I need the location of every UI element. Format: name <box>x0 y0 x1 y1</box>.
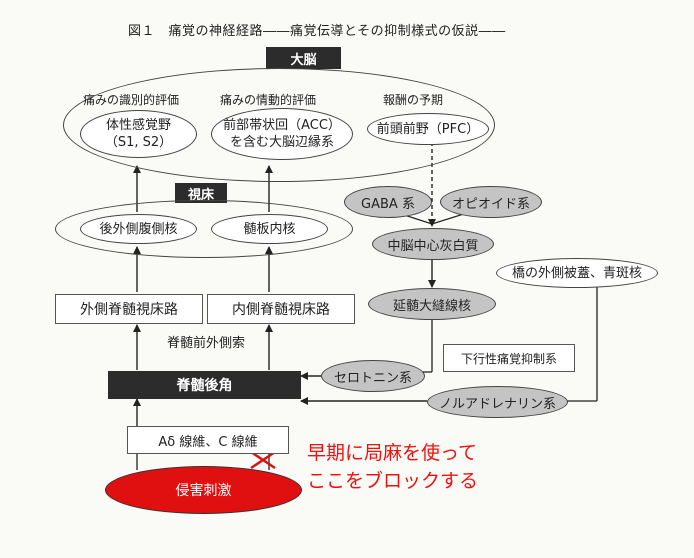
serotonin-node: セロトニン系 <box>321 360 425 392</box>
somatosensory-cortex-node: 体性感覚野 （S1, S2） <box>80 110 197 158</box>
dorsal-horn-box: 脊髄後角 <box>108 371 301 399</box>
category-discriminative: 痛みの識別的評価 <box>83 93 180 107</box>
opioid-node: オピオイド系 <box>440 186 542 218</box>
acc-node: 前部帯状回（ACC） を含む大脳辺縁系 <box>211 108 353 160</box>
intralaminar-node: 髄板内核 <box>211 214 328 244</box>
block-cross-mark <box>250 451 276 469</box>
raphe-node: 延髄大縫線核 <box>368 288 496 320</box>
fibers-box: Aδ 線維、C 線維 <box>127 426 289 454</box>
anterolateral-label: 脊髄前外側索 <box>167 336 246 351</box>
pfc-node: 前頭前野（PFC） <box>367 113 489 145</box>
annotation-line-2: ここをブロックする <box>307 470 479 492</box>
descending-system-box: 下行性痛覚抑制系 <box>443 344 575 372</box>
gaba-node: GABA 系 <box>344 186 432 218</box>
somatosensory-line-2: （S1, S2） <box>104 135 173 150</box>
noxious-stimulus-node: 侵害刺激 <box>105 466 302 514</box>
thalamus-outline <box>55 200 353 258</box>
cerebrum-label: 大脳 <box>266 47 341 69</box>
pons-node: 橋の外側被蓋、青斑核 <box>496 258 658 288</box>
annotation-line-1: 早期に局麻を使って <box>307 442 478 464</box>
category-reward: 報酬の予期 <box>383 93 444 107</box>
somatosensory-line-1: 体性感覚野 <box>105 118 171 133</box>
vpl-node: 後外側腹側核 <box>80 214 197 244</box>
category-affective: 痛みの情動的評価 <box>220 93 317 107</box>
lateral-tract-box: 外側脊髄視床路 <box>55 294 203 324</box>
acc-line-2: を含む大脳辺縁系 <box>229 135 334 150</box>
medial-tract-box: 内側脊髄視床路 <box>207 294 355 324</box>
acc-line-1: 前部帯状回（ACC） <box>223 118 341 133</box>
figure-title: 図１ 痛覚の神経経路――痛覚伝導とその抑制様式の仮説―― <box>128 24 506 39</box>
cerebrum-outline <box>63 68 495 182</box>
pag-node: 中脳中心灰白質 <box>372 228 494 260</box>
thalamus-label: 視床 <box>175 183 227 203</box>
noradrenaline-node: ノルアドレナリン系 <box>427 386 568 418</box>
